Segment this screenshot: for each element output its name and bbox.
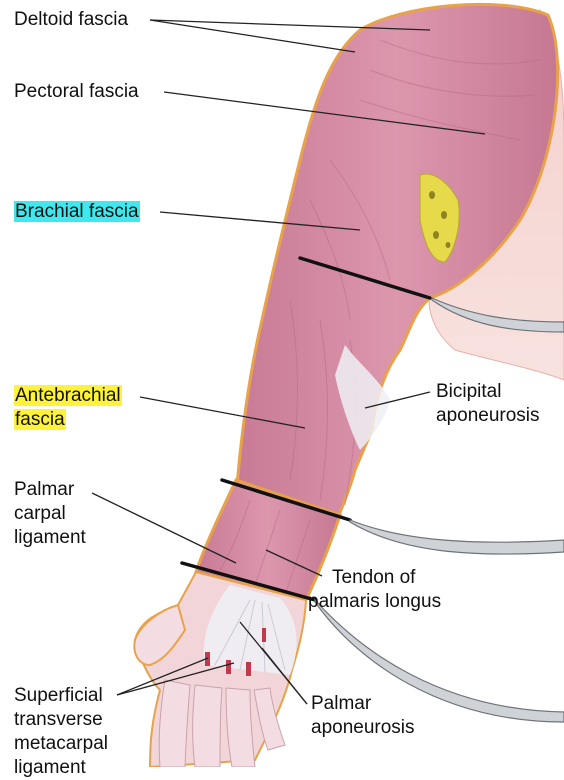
highlight-cyan: Brachial fascia [14, 201, 140, 222]
leader-deltoid-2 [149, 19, 356, 53]
label-superficial-transverse-metacarpal-ligament: Superficial transverse metacarpal ligame… [14, 685, 108, 778]
callout-fin-middle [349, 519, 564, 555]
thumb-shape [133, 603, 187, 667]
leader-pectoral [163, 91, 486, 135]
palmar-aponeurosis-shape [203, 585, 297, 675]
section-line-upper-arm [298, 256, 432, 300]
callout-fin-upper [431, 297, 564, 333]
leader-palmar-carpal [91, 492, 237, 564]
leader-bicipital [364, 391, 431, 409]
label-pectoral-fascia: Pectoral fascia [14, 81, 139, 102]
leader-superficial-1 [116, 657, 209, 696]
leader-antebrachial [139, 396, 306, 429]
label-palmar-carpal-ligament: Palmar carpal ligament [14, 479, 86, 548]
leader-brachial [159, 211, 361, 231]
label-tendon-of-palmaris-longus: Tendon of palmaris longus [308, 567, 442, 612]
label-antebrachial-fascia: Antebrachial fascia [14, 384, 122, 432]
leader-deltoid-1 [149, 19, 431, 31]
upper-arm-fascia [234, 2, 560, 527]
label-brachial-fascia: Brachial fascia [14, 200, 140, 224]
label-palmar-aponeurosis: Palmar aponeurosis [311, 693, 415, 738]
section-line-wrist [180, 561, 317, 602]
highlight-yellow: Antebrachial [14, 385, 122, 406]
bicipital-aponeurosis-shape [335, 345, 390, 450]
leader-tendon [265, 549, 323, 577]
label-deltoid-fascia: Deltoid fascia [14, 9, 129, 30]
leader-superficial-2 [116, 662, 235, 696]
leader-palmar-apo-2 [261, 647, 308, 705]
highlight-yellow: fascia [14, 409, 66, 430]
label-bicipital-aponeurosis: Bicipital aponeurosis [436, 381, 540, 426]
section-line-forearm [220, 478, 352, 522]
callout-fin-lower [314, 598, 564, 723]
